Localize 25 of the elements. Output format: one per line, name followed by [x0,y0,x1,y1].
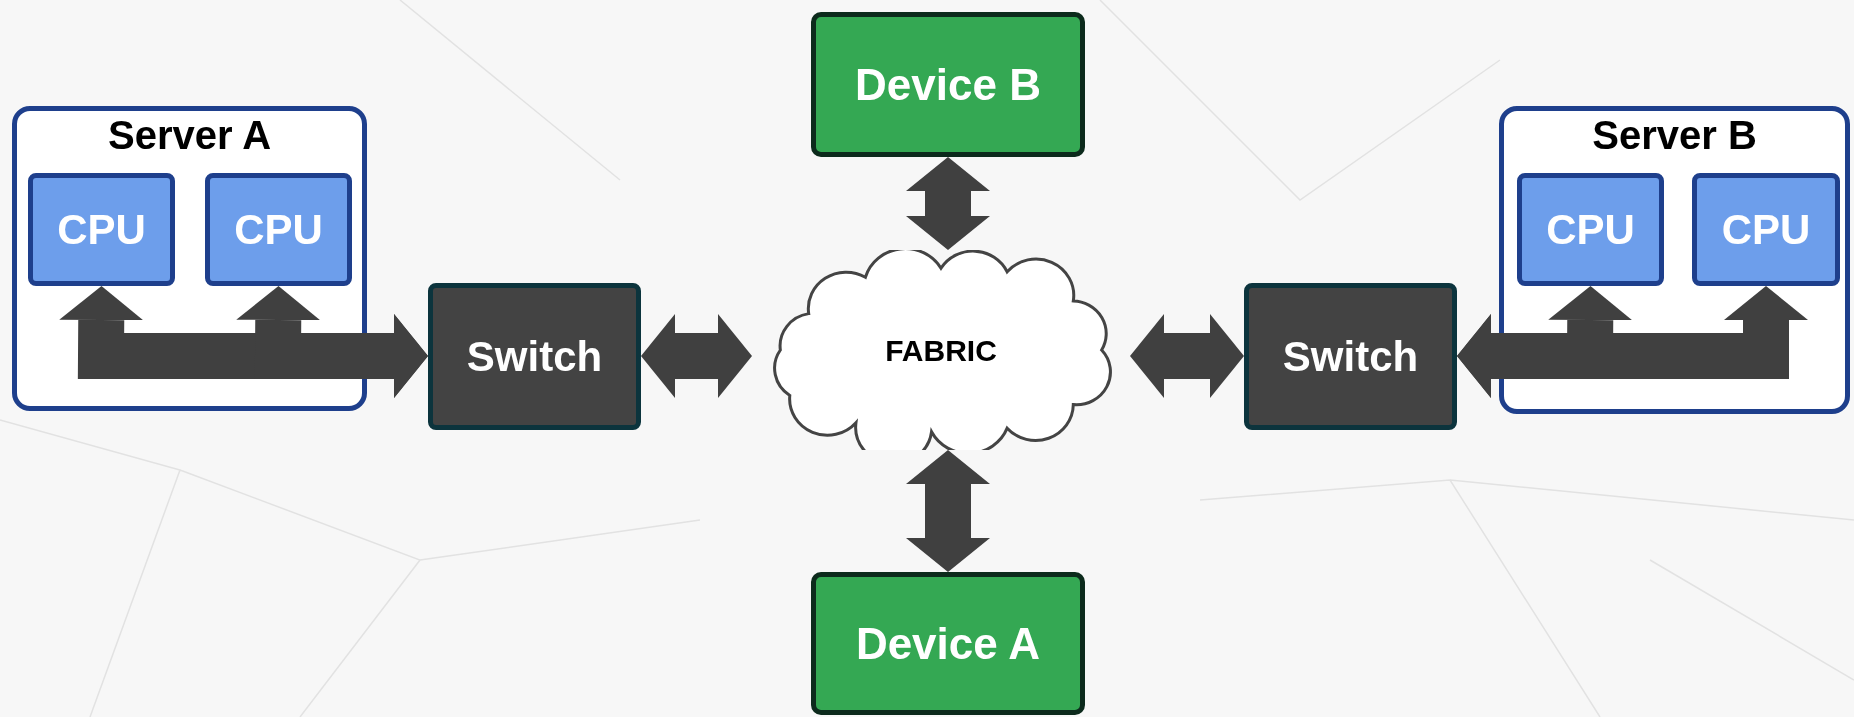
node-label: CPU [1546,205,1635,255]
node-label: CPU [234,205,323,255]
node-label: Device A [855,617,1041,670]
node-label: CPU [1721,205,1811,255]
node-label: Server B [1592,115,1757,155]
arrow [906,157,990,250]
node-label: FABRIC [885,332,997,369]
node-label: Device B [855,58,1041,111]
node-label: CPU [57,205,146,255]
arrow [906,450,990,572]
cpu-box [28,173,175,286]
cpu-box [1517,173,1664,286]
arrow [641,314,752,398]
node-label: Switch [466,332,603,382]
switch-box [1244,283,1457,430]
node-label: Server A [107,115,272,155]
arrow [1457,286,1808,398]
device-box [811,12,1085,157]
arrow [236,286,428,398]
switch-box [428,283,641,430]
device-box [811,572,1085,715]
node-label: Switch [1282,332,1419,382]
arrow [1130,314,1244,398]
cpu-box [1692,173,1840,286]
cpu-box [205,173,352,286]
